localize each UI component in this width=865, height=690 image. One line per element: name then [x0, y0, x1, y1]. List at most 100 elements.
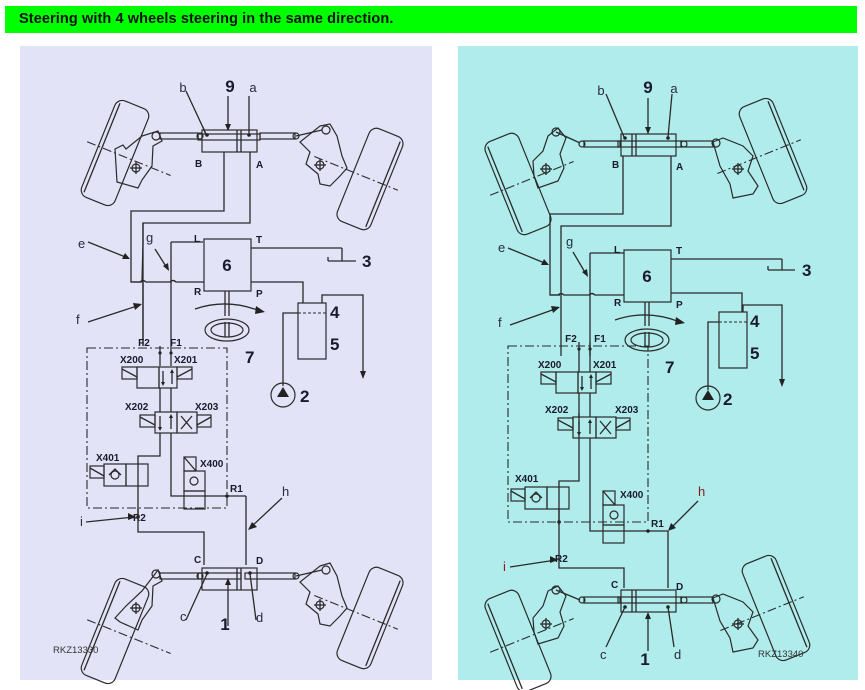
port-P-label: P — [676, 300, 683, 311]
front-left-tierod — [159, 132, 199, 140]
hydraulic-lines — [130, 152, 251, 346]
valve-x401-label: X401 — [515, 474, 539, 485]
line-f-label: f — [498, 315, 502, 330]
rear-right-knuckle — [711, 593, 759, 653]
valve-x200-x201: X200 X201 — [538, 360, 617, 394]
port-F1-label: F1 — [170, 338, 182, 349]
front-axle: 9 b a B A — [484, 78, 808, 236]
drain-3-label: 3 — [802, 261, 811, 280]
page-title: Steering with 4 wheels steering in the s… — [19, 11, 394, 27]
valve-block: F2 F1 X200 X201 — [507, 334, 669, 588]
rear-right-wheel — [314, 566, 404, 670]
chamber-c-label: c — [180, 609, 187, 624]
valve-x201-label: X201 — [174, 355, 198, 366]
valve-x400-label: X400 — [200, 459, 224, 470]
port-F2-label: F2 — [565, 334, 577, 345]
rear-cylinder-1 — [617, 589, 682, 613]
valve-x200-label: X200 — [538, 360, 562, 371]
tank-4-label: 4 — [750, 312, 760, 331]
tank-5-label: 5 — [750, 344, 759, 363]
valve-x202-x203: X202 X203 — [125, 402, 219, 434]
line-labels-lower: h i — [80, 484, 289, 530]
reference-code: RKZ13330 — [53, 645, 98, 656]
rear-axle: C D — [484, 554, 811, 690]
chamber-d-label: d — [674, 647, 681, 662]
valve-x400: X400 — [183, 456, 224, 510]
port-D-label: D — [256, 556, 263, 567]
port-B-label: B — [195, 159, 202, 170]
valve-x203-label: X203 — [195, 402, 219, 413]
rear-left-wheel — [80, 577, 171, 685]
front-left-wheel — [80, 99, 171, 207]
port-L-label: L — [614, 245, 620, 256]
port-R1-label: R1 — [230, 484, 243, 495]
port-F1-label: F1 — [594, 334, 606, 345]
steering-unit-label: 6 — [222, 256, 231, 275]
front-cylinder-label: 9 — [643, 78, 652, 97]
port-R-label: R — [194, 287, 202, 298]
front-left-knuckle — [532, 127, 581, 189]
pump-label: 2 — [723, 390, 732, 409]
port-R-label: R — [614, 298, 622, 309]
line-i-label: i — [503, 559, 506, 574]
diagram-left: 9 b a B A 6 L T R P 3 — [20, 46, 432, 685]
port-D-label: D — [676, 582, 683, 593]
hydraulic-lines — [549, 156, 672, 356]
line-h-label: h — [282, 484, 289, 499]
tank-4-label: 4 — [330, 303, 340, 322]
front-right-tierod — [259, 132, 296, 140]
port-B-label: B — [612, 160, 619, 171]
pump-2: 2 — [270, 312, 309, 408]
line-f-label: f — [76, 312, 80, 327]
front-right-wheel — [314, 127, 404, 231]
port-R2-label: R2 — [555, 554, 568, 565]
valve-x202-x203: X202 X203 — [545, 405, 639, 439]
steering-wheel-label: 7 — [245, 348, 254, 367]
steering-schematic-right: 9 b a B A 6 L T R P 3 — [484, 78, 811, 690]
port-L-label: L — [194, 234, 200, 245]
chamber-b-label: b — [179, 80, 186, 95]
valve-x200-x201: X200 X201 — [120, 355, 198, 389]
chamber-a-label: a — [670, 81, 678, 96]
port-T-label: T — [676, 246, 682, 257]
front-axle: 9 b a B A — [80, 77, 404, 231]
port-F2-label: F2 — [138, 338, 150, 349]
steering-unit-6: 6 L T R P 3 — [614, 245, 811, 326]
chamber-b-label: b — [597, 83, 604, 98]
port-R1-label: R1 — [651, 519, 664, 530]
front-right-wheel — [717, 97, 808, 205]
line-labels-lower: h i — [503, 484, 705, 574]
line-h-label: h — [698, 484, 705, 499]
front-right-knuckle — [711, 137, 759, 199]
line-i-label: i — [80, 514, 83, 529]
title-banner: Steering with 4 wheels steering in the s… — [5, 6, 857, 33]
front-left-knuckle — [114, 130, 163, 189]
port-C-label: C — [194, 555, 201, 566]
chamber-a-label: a — [249, 80, 257, 95]
reference-code: RKZ13340 — [758, 649, 803, 660]
port-A-label: A — [256, 160, 263, 171]
rear-right-wheel — [720, 554, 811, 662]
chamber-d-label: d — [256, 610, 263, 625]
valve-x202-label: X202 — [125, 402, 149, 413]
front-right-knuckle — [295, 123, 348, 187]
rear-left-wheel — [484, 589, 574, 690]
rear-cylinder-label: 1 — [220, 615, 229, 634]
rear-cylinder-label: 1 — [640, 650, 649, 669]
tank: 4 5 — [718, 304, 785, 387]
valve-x201-label: X201 — [593, 360, 617, 371]
port-A-label: A — [676, 162, 683, 173]
line-labels: e g f — [76, 230, 169, 327]
port-C-label: C — [611, 580, 618, 591]
rear-left-knuckle — [114, 568, 163, 631]
valve-x202-label: X202 — [545, 405, 569, 416]
rear-axle: C D — [80, 555, 404, 685]
tank: 4 5 — [297, 294, 366, 379]
line-e-label: e — [498, 240, 505, 255]
valve-block: F2 F1 X200 X201 — [86, 338, 247, 565]
pump-2: 2 — [695, 321, 732, 411]
line-labels: e g f — [498, 234, 588, 330]
diagram-right: 9 b a B A 6 L T R P 3 — [458, 46, 858, 690]
port-P-label: P — [256, 289, 263, 300]
pump-label: 2 — [300, 387, 309, 406]
